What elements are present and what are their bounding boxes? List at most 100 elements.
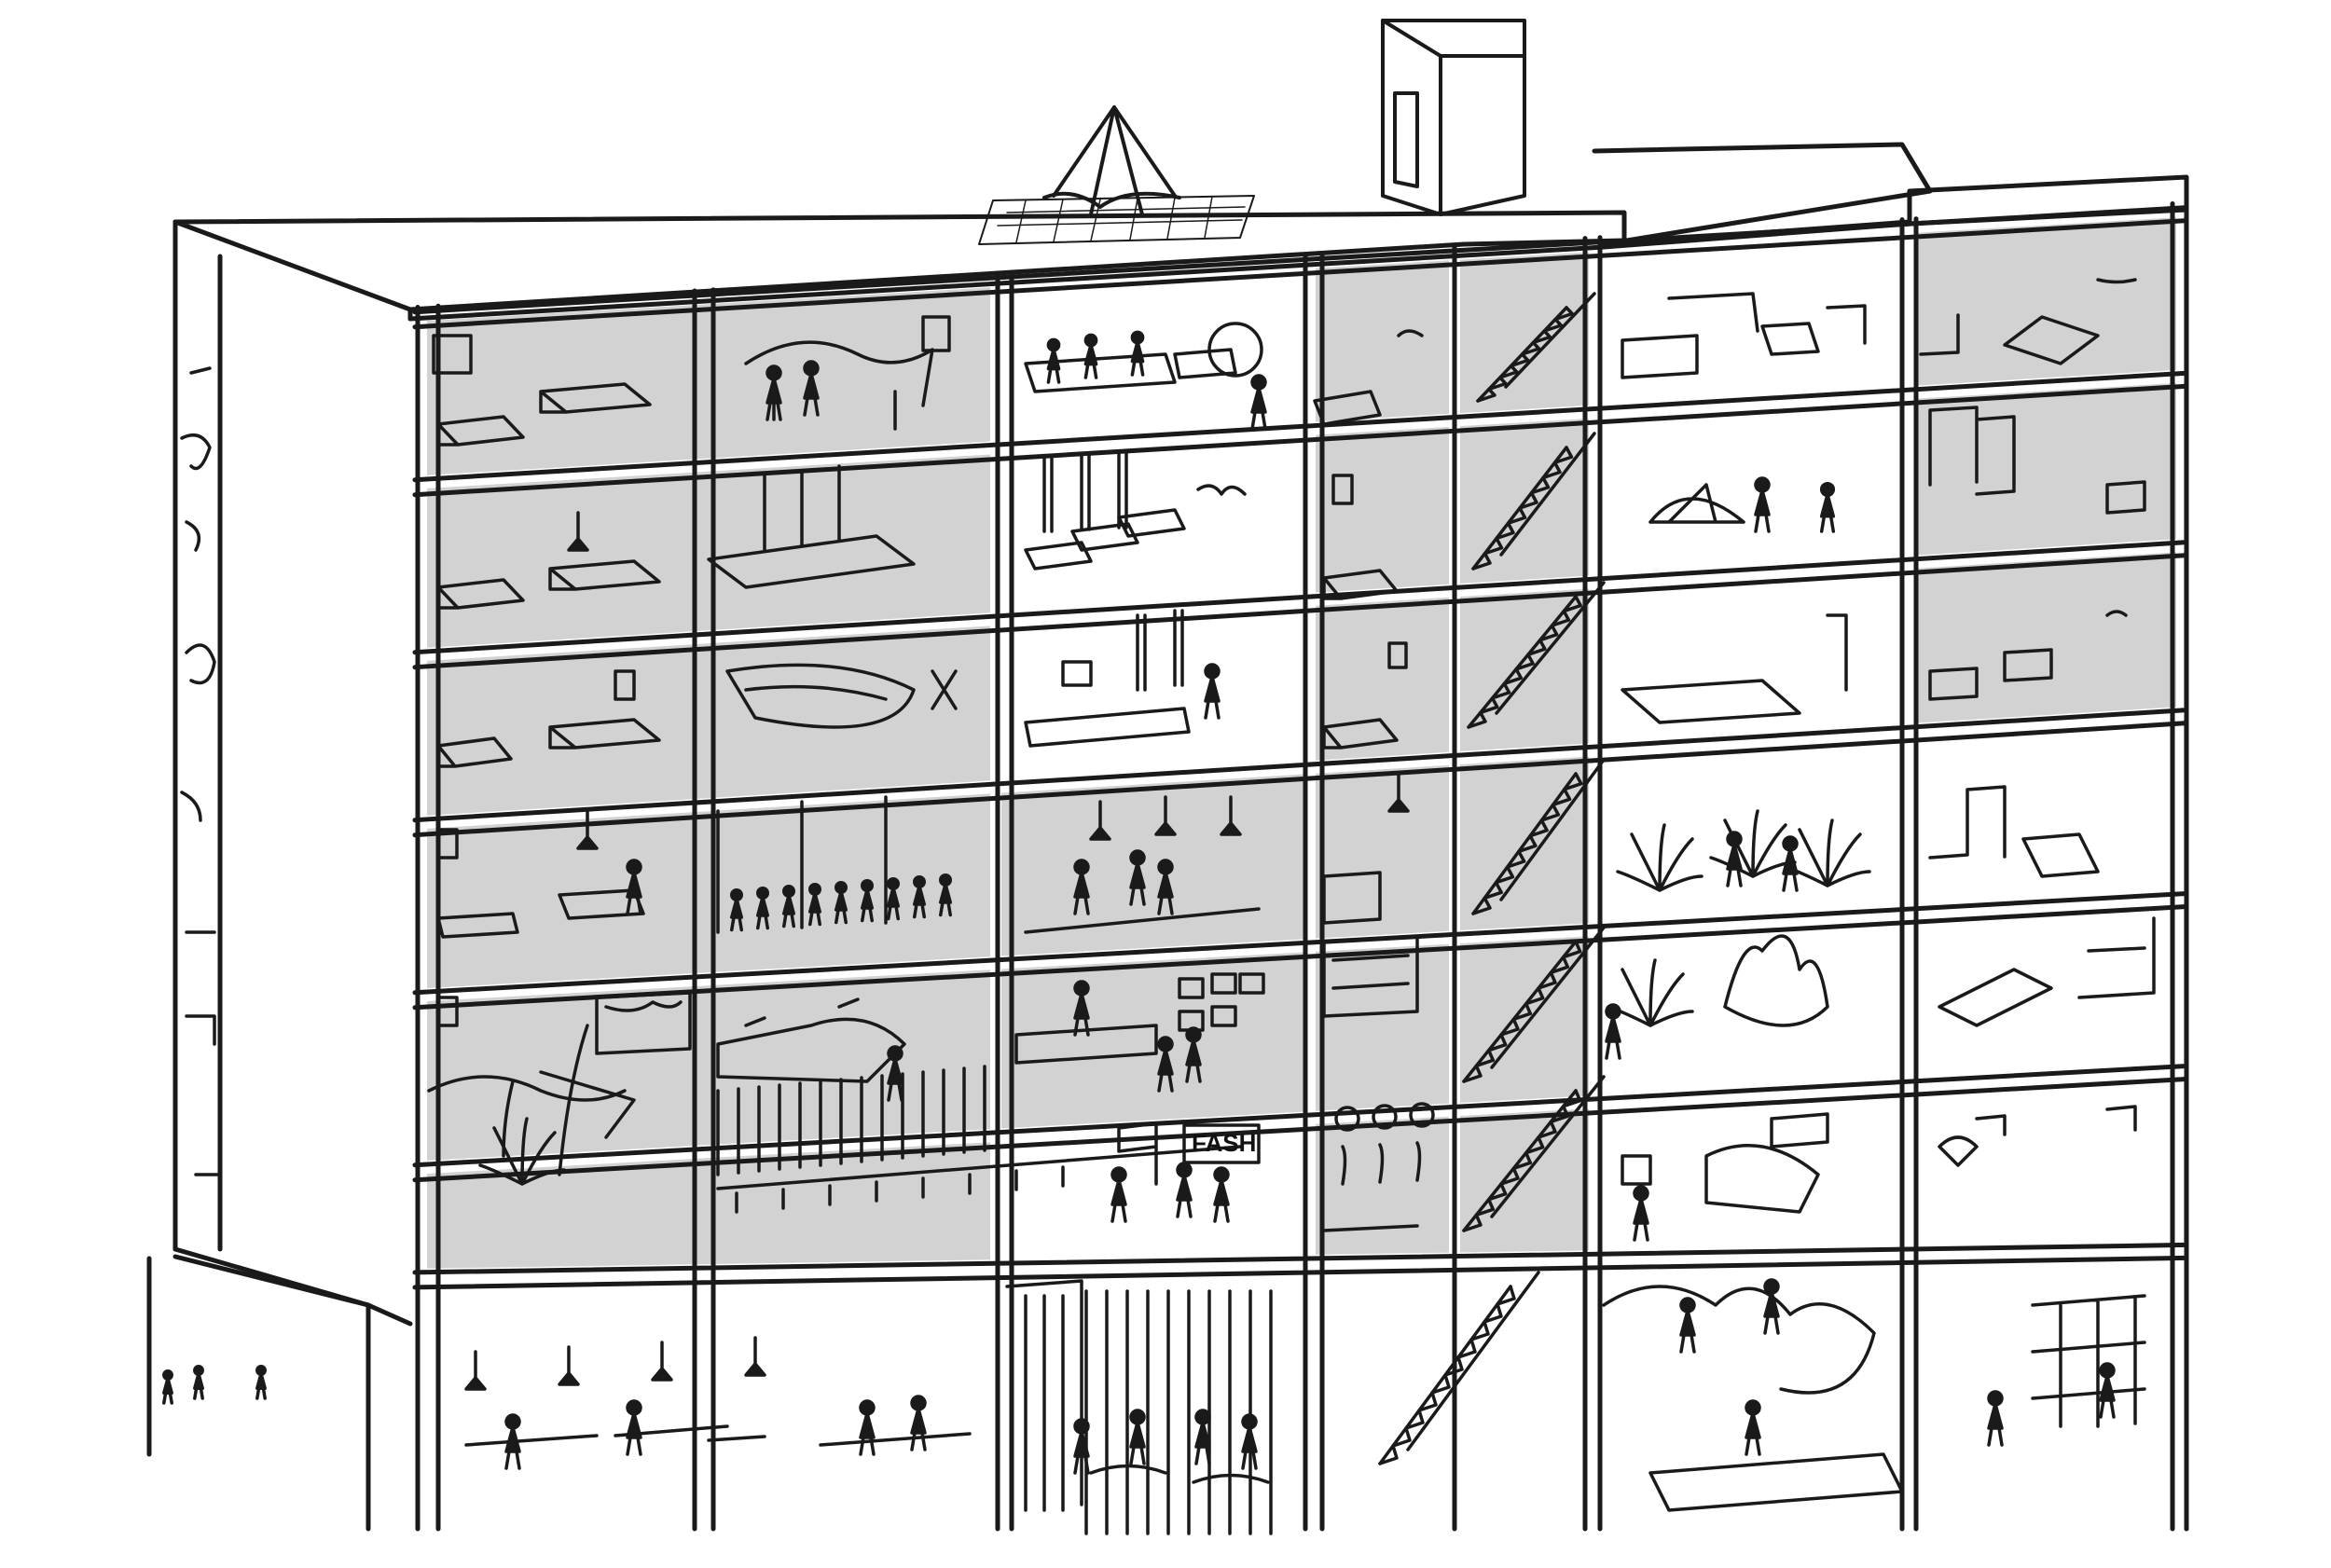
shaded-room bbox=[1460, 588, 1589, 752]
floor-slab bbox=[412, 1242, 2189, 1275]
boat-icon bbox=[725, 663, 916, 729]
shaded-room bbox=[1001, 952, 1304, 1129]
person-icon bbox=[1129, 849, 1146, 906]
shaded-room bbox=[1316, 1116, 1449, 1255]
long-table bbox=[1024, 660, 1191, 748]
window-icon bbox=[432, 334, 473, 375]
curtains-group bbox=[716, 795, 888, 934]
floor-slab-underside bbox=[412, 553, 2189, 670]
hanging-ribbons bbox=[707, 464, 916, 589]
shelf-unit bbox=[1322, 935, 1419, 1018]
shaded-room bbox=[1915, 217, 2176, 386]
person-icon bbox=[1782, 835, 1799, 892]
curtain bbox=[1080, 453, 1091, 531]
floor-slab-underside bbox=[412, 1077, 2189, 1183]
shaded-room bbox=[1316, 260, 1449, 422]
floor-slab-underside bbox=[412, 383, 2189, 498]
plant-icon bbox=[1616, 823, 1703, 892]
plant-icon bbox=[478, 1117, 566, 1186]
shaded-room bbox=[427, 626, 990, 816]
gallery-frames bbox=[1178, 972, 1265, 1032]
person-icon bbox=[1754, 476, 1771, 533]
play-items bbox=[1938, 1105, 2137, 1167]
shelving bbox=[1928, 406, 2016, 496]
tree-canopy bbox=[1602, 1285, 1876, 1395]
person-icon bbox=[1130, 330, 1145, 377]
shaded-room bbox=[427, 454, 990, 648]
floor-slab bbox=[412, 370, 2189, 483]
person-icon bbox=[162, 1369, 173, 1405]
pendant-lamp-icon bbox=[651, 1341, 673, 1382]
person-icon bbox=[626, 859, 642, 915]
pool bbox=[1648, 1452, 1904, 1512]
shaded-rooms bbox=[427, 216, 2187, 1269]
sign-post bbox=[1117, 1121, 1158, 1186]
person-icon bbox=[2099, 1362, 2116, 1419]
person-icon bbox=[1157, 859, 1174, 915]
person-icon bbox=[1745, 1399, 1761, 1456]
pendant-lamp-icon bbox=[1154, 795, 1177, 836]
pendant-lamp-icon bbox=[1387, 772, 1410, 813]
fashion-sign-board bbox=[1182, 1123, 1261, 1164]
person-icon bbox=[504, 1413, 521, 1470]
bed-icon bbox=[436, 578, 525, 610]
pendant-lamp-icon bbox=[744, 1336, 766, 1377]
person-icon bbox=[1073, 859, 1090, 915]
floor-slab bbox=[412, 540, 2189, 655]
person-icon bbox=[939, 873, 952, 917]
bunk-bed bbox=[1322, 871, 1382, 925]
zigzag-stair-icon bbox=[1476, 292, 1596, 403]
person-icon bbox=[1073, 980, 1090, 1037]
zigzag-stair-icon bbox=[1471, 758, 1606, 915]
runway-seats bbox=[716, 1145, 1242, 1214]
dressing-room bbox=[1322, 1141, 1422, 1232]
shaded-room bbox=[1316, 426, 1449, 593]
shaded-room bbox=[1460, 1108, 1589, 1253]
zigzag-stair-icon bbox=[1467, 581, 1606, 729]
person-icon bbox=[1204, 663, 1221, 720]
pendant-lamp-icon bbox=[464, 1350, 487, 1391]
cafe-tables bbox=[1089, 1464, 1270, 1484]
person-icon bbox=[1250, 374, 1267, 431]
person-icon bbox=[1763, 1278, 1780, 1335]
beds-row bbox=[1024, 508, 1186, 571]
person-icon bbox=[910, 1395, 927, 1451]
window-icon bbox=[1331, 474, 1354, 505]
furniture bbox=[1760, 304, 1867, 356]
school-desks bbox=[1024, 348, 1237, 393]
person-icon bbox=[913, 875, 926, 919]
post bbox=[1826, 613, 1848, 692]
person-icon bbox=[1726, 831, 1743, 887]
curtain bbox=[1136, 613, 1147, 692]
crates bbox=[1928, 785, 2100, 878]
zigzag-stair-icon bbox=[1462, 1075, 1606, 1232]
fashion-sign: FASH bbox=[1192, 1129, 1256, 1157]
ground-line-left bbox=[172, 1254, 371, 1308]
window-icon bbox=[921, 315, 951, 352]
stage-line bbox=[1024, 907, 1261, 934]
bed-icon bbox=[436, 736, 513, 768]
screen-mesh bbox=[1005, 1279, 1083, 1512]
trampoline-icon bbox=[1621, 679, 1801, 724]
sign bbox=[1196, 484, 1247, 496]
zigzag-stair-icon bbox=[1471, 432, 1596, 571]
bed-icon bbox=[1322, 718, 1399, 750]
window-icon bbox=[614, 669, 636, 701]
foliage bbox=[1723, 934, 1829, 1027]
person-icon bbox=[193, 1365, 204, 1400]
person-icon bbox=[1679, 1297, 1696, 1354]
window-icon bbox=[436, 996, 459, 1027]
plant-icon bbox=[1607, 958, 1694, 1027]
sofa bbox=[436, 888, 645, 939]
curtain bbox=[1042, 455, 1054, 533]
window-icon bbox=[1387, 641, 1408, 669]
stair-tower-icon bbox=[1381, 19, 1526, 216]
person-icon bbox=[1176, 1162, 1193, 1218]
person-icon bbox=[1046, 337, 1061, 384]
floor-slab-underside bbox=[412, 721, 2189, 838]
round-mirror bbox=[1372, 1104, 1398, 1130]
person-icon bbox=[1083, 333, 1098, 379]
person-icon bbox=[1110, 1166, 1127, 1223]
